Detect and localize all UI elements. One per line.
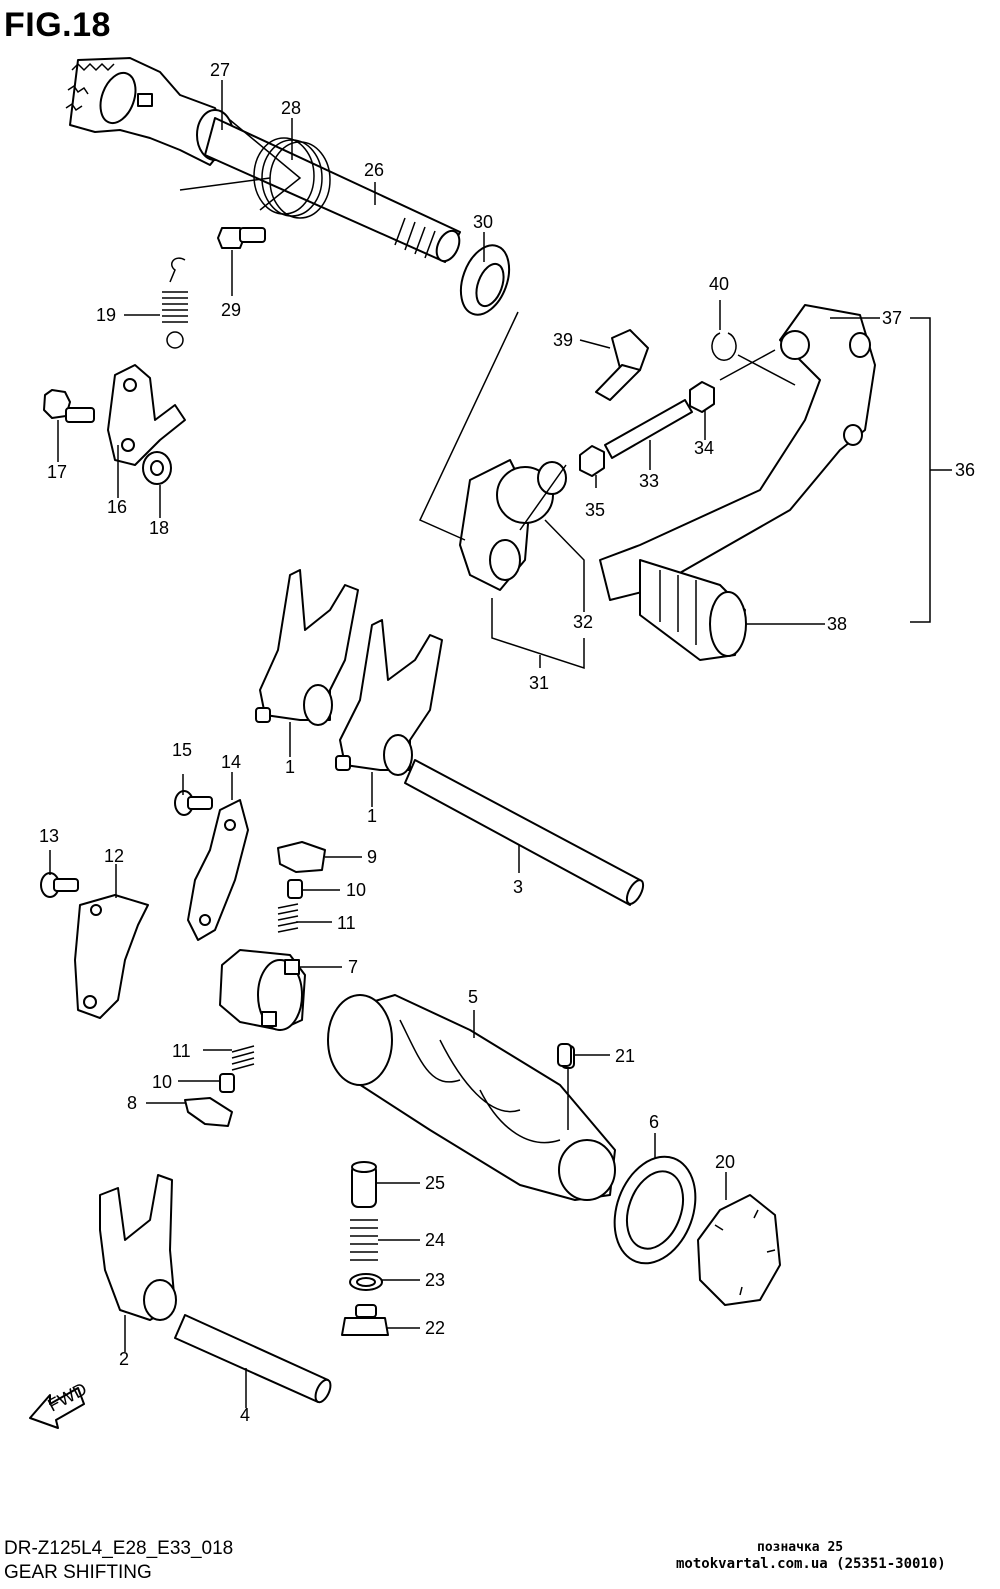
callout-7: 7 — [348, 957, 358, 977]
part-40-circlip — [711, 332, 737, 361]
callout-6: 6 — [649, 1112, 659, 1132]
callout-24: 24 — [425, 1230, 445, 1250]
callout-10-b: 10 — [152, 1072, 172, 1092]
callout-9: 9 — [367, 847, 377, 867]
part-10-pin-lower — [219, 1073, 235, 1093]
callout-4: 4 — [240, 1405, 250, 1425]
part-16-plate — [107, 364, 186, 466]
callout-3: 3 — [513, 877, 523, 897]
callout-10-a: 10 — [346, 880, 366, 900]
callout-11-a: 11 — [337, 913, 356, 933]
part-38-lever-rubber — [639, 559, 747, 661]
part-6-washer — [613, 1155, 697, 1265]
watermark-line-2: motokvartal.com.ua (25351-30010) — [676, 1556, 946, 1572]
callout-1-b: 1 — [367, 806, 377, 826]
callout-13: 13 — [39, 826, 59, 846]
part-8-pawl — [184, 1097, 233, 1127]
part-24-spring — [350, 1219, 378, 1261]
callout-31: 31 — [529, 673, 549, 693]
part-4-fork-shaft — [174, 1314, 332, 1404]
callout-14: 14 — [221, 752, 241, 772]
callout-33: 33 — [639, 471, 659, 491]
part-33-tie-rod — [604, 399, 693, 459]
part-20-cam-stopper — [697, 1194, 781, 1306]
callout-21: 21 — [615, 1046, 635, 1066]
part-35-nut — [579, 445, 605, 477]
part-1-shift-fork-a — [255, 569, 359, 726]
part-34-nut — [689, 381, 715, 413]
part-19-spring — [162, 257, 188, 349]
callout-25: 25 — [425, 1173, 445, 1193]
callout-15: 15 — [172, 740, 192, 760]
callout-35: 35 — [585, 500, 605, 520]
callout-36: 36 — [955, 460, 975, 480]
callout-23: 23 — [425, 1270, 445, 1290]
part-28-return-spring — [179, 119, 331, 219]
callout-29: 29 — [221, 300, 241, 320]
model-code: DR-Z125L4_E28_E33_018 — [4, 1538, 234, 1559]
callout-22: 22 — [425, 1318, 445, 1338]
callout-17: 17 — [47, 462, 67, 482]
part-12-plate — [74, 894, 149, 1019]
callout-37: 37 — [882, 308, 902, 328]
callout-18: 18 — [149, 518, 169, 538]
fwd-arrow-icon: FWD — [29, 1379, 90, 1429]
part-18-washer — [142, 451, 172, 485]
part-9-pawl — [277, 841, 326, 873]
callout-38: 38 — [827, 614, 847, 634]
part-7-cam-driven-gear — [219, 949, 306, 1031]
callout-19: 19 — [96, 305, 116, 325]
part-17-bolt — [43, 389, 95, 423]
callout-32: 32 — [573, 612, 593, 632]
callout-1-a: 1 — [285, 757, 295, 777]
callout-8: 8 — [127, 1093, 137, 1113]
part-1-shift-fork-b — [335, 619, 443, 776]
part-11-spring-upper — [277, 903, 299, 933]
callout-labels: 27 28 26 30 29 19 17 16 18 39 40 37 36 3… — [39, 60, 975, 1425]
callout-26: 26 — [364, 160, 384, 180]
section-title: GEAR SHIFTING — [4, 1562, 152, 1583]
part-29-stopper-bolt — [217, 227, 266, 249]
part-14-stopper-plate — [187, 799, 249, 941]
part-30-oil-seal — [459, 244, 511, 316]
part-37-gearshift-lever — [599, 304, 876, 601]
part-39-bolt — [595, 329, 649, 401]
callout-34: 34 — [694, 438, 714, 458]
part-3-fork-shaft — [404, 759, 645, 906]
part-22-plug — [341, 1304, 389, 1336]
part-21-pin — [557, 1043, 572, 1067]
leader-lines — [49, 80, 952, 1408]
part-13-screw — [40, 872, 79, 898]
callout-30: 30 — [473, 212, 493, 232]
callout-39: 39 — [553, 330, 573, 350]
part-2-shift-fork — [99, 1174, 177, 1321]
callout-28: 28 — [281, 98, 301, 118]
callout-2: 2 — [119, 1349, 129, 1369]
callout-27: 27 — [210, 60, 230, 80]
callout-20: 20 — [715, 1152, 735, 1172]
callout-40: 40 — [709, 274, 729, 294]
callout-11-b: 11 — [172, 1041, 191, 1061]
callout-16: 16 — [107, 497, 127, 517]
callout-12: 12 — [104, 846, 124, 866]
watermark-line-1: позначка 25 — [757, 1540, 844, 1555]
part-11-spring-lower — [231, 1045, 255, 1071]
part-15-screw — [174, 790, 213, 816]
part-23-gasket — [349, 1273, 383, 1291]
part-10-pin-upper — [287, 879, 303, 899]
callout-5: 5 — [468, 987, 478, 1007]
part-25-cam-stopper — [351, 1161, 377, 1208]
figure-title: FIG.18 — [4, 6, 111, 44]
